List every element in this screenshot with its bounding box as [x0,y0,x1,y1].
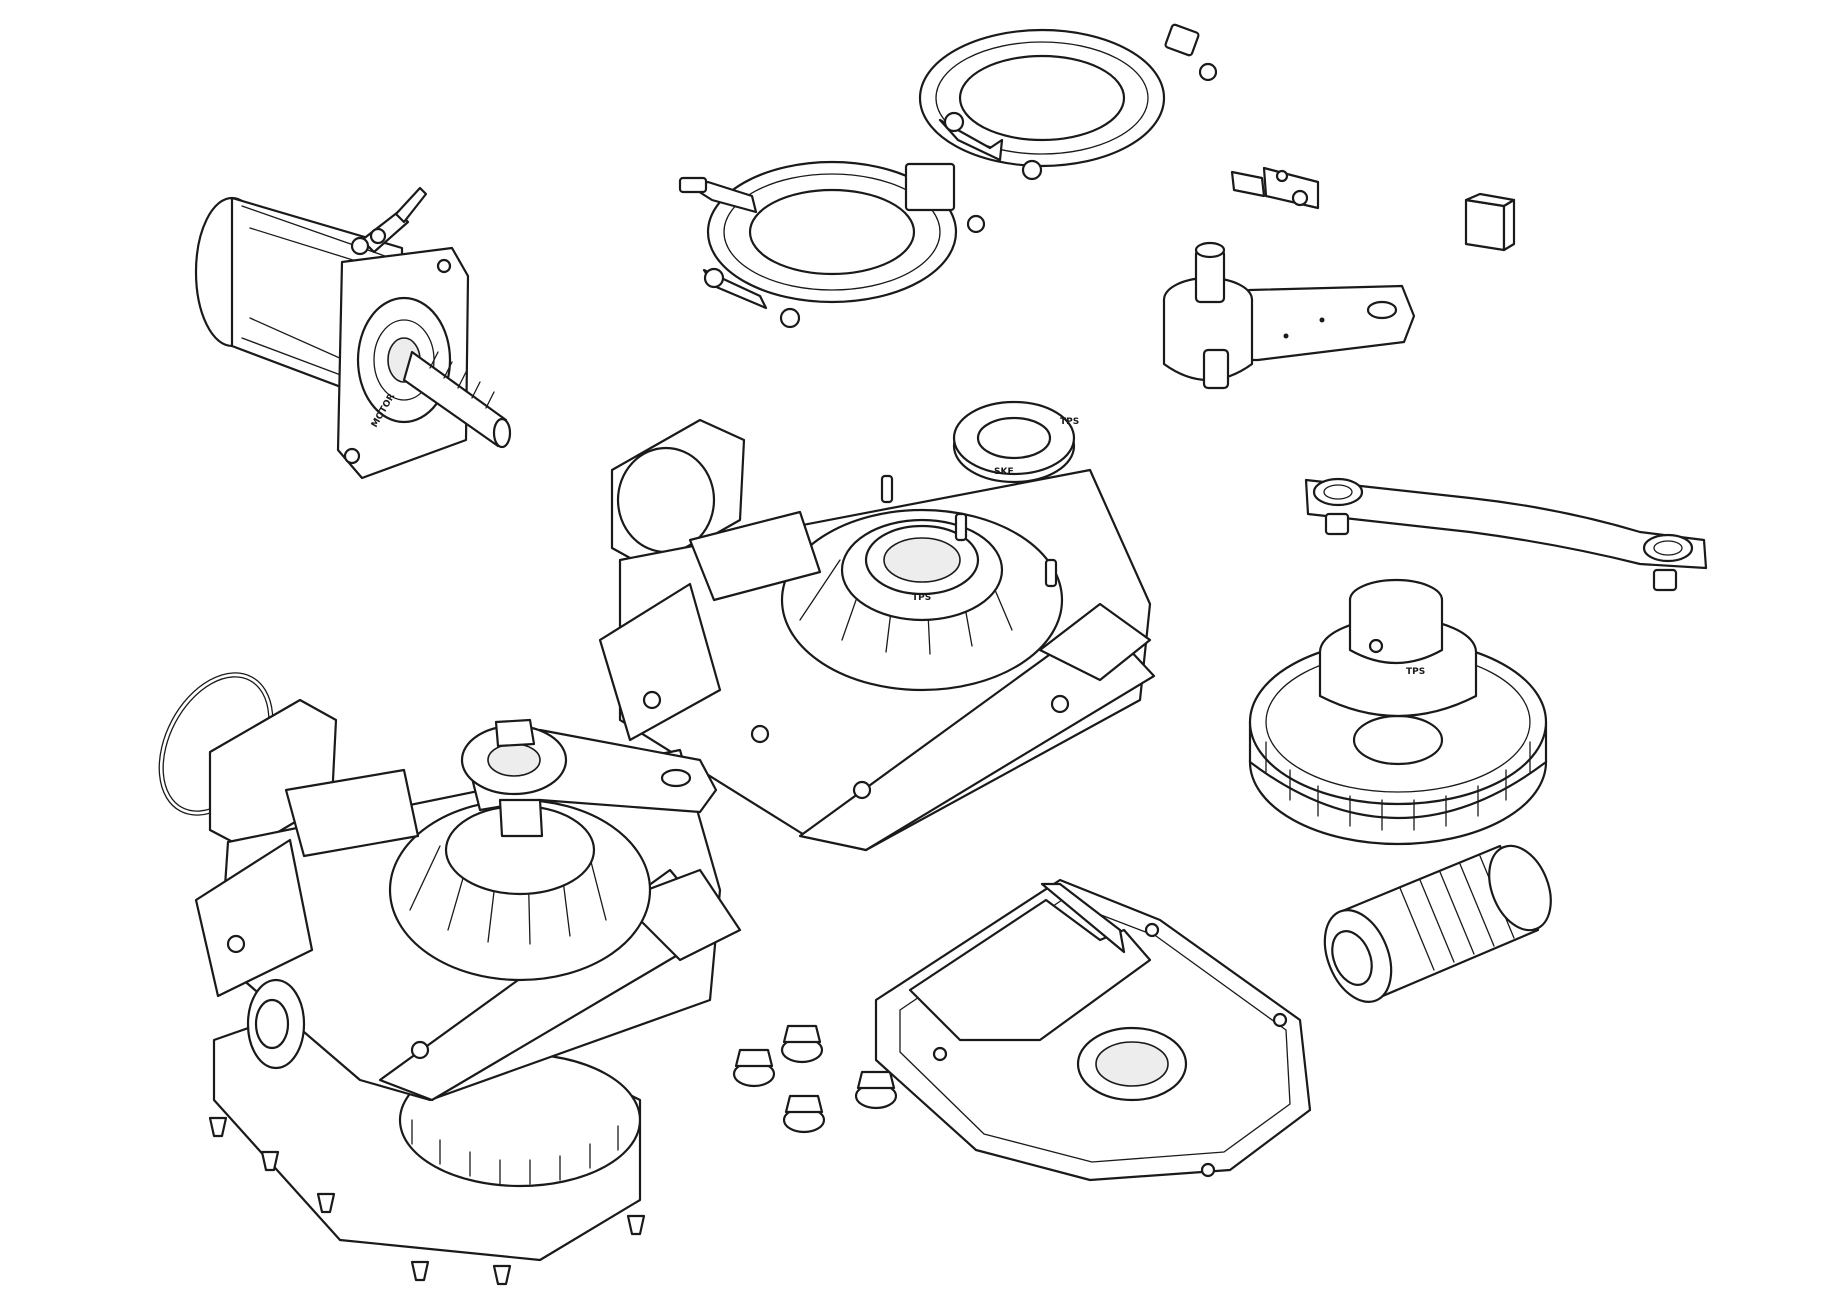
release-lever [1162,241,1416,390]
bearing-mark-b: SKF [994,467,1014,477]
worm-shaft-assembly [1323,844,1552,1004]
bearing-mark-a: TPS [1060,417,1079,427]
gearbox-assembled [158,672,742,1286]
main-gear-with-hub: TPS [1248,578,1548,846]
cover-plate [874,878,1312,1182]
nuts-and-washers [732,1024,898,1134]
connecting-arm [1304,477,1708,592]
electric-motor: MOTOR [194,186,512,480]
bearing-ring: TPS SKF [952,400,1079,484]
magnet-block [1464,192,1516,252]
gear-hub-mark: TPS [1406,667,1425,677]
limit-switch-ring-upper [918,23,1218,181]
limit-switch-ring-lower [678,160,986,329]
gearbox-housing-center: TPS [598,418,1156,852]
housing-hub-mark: TPS [912,593,931,603]
microswitch [1230,166,1320,210]
